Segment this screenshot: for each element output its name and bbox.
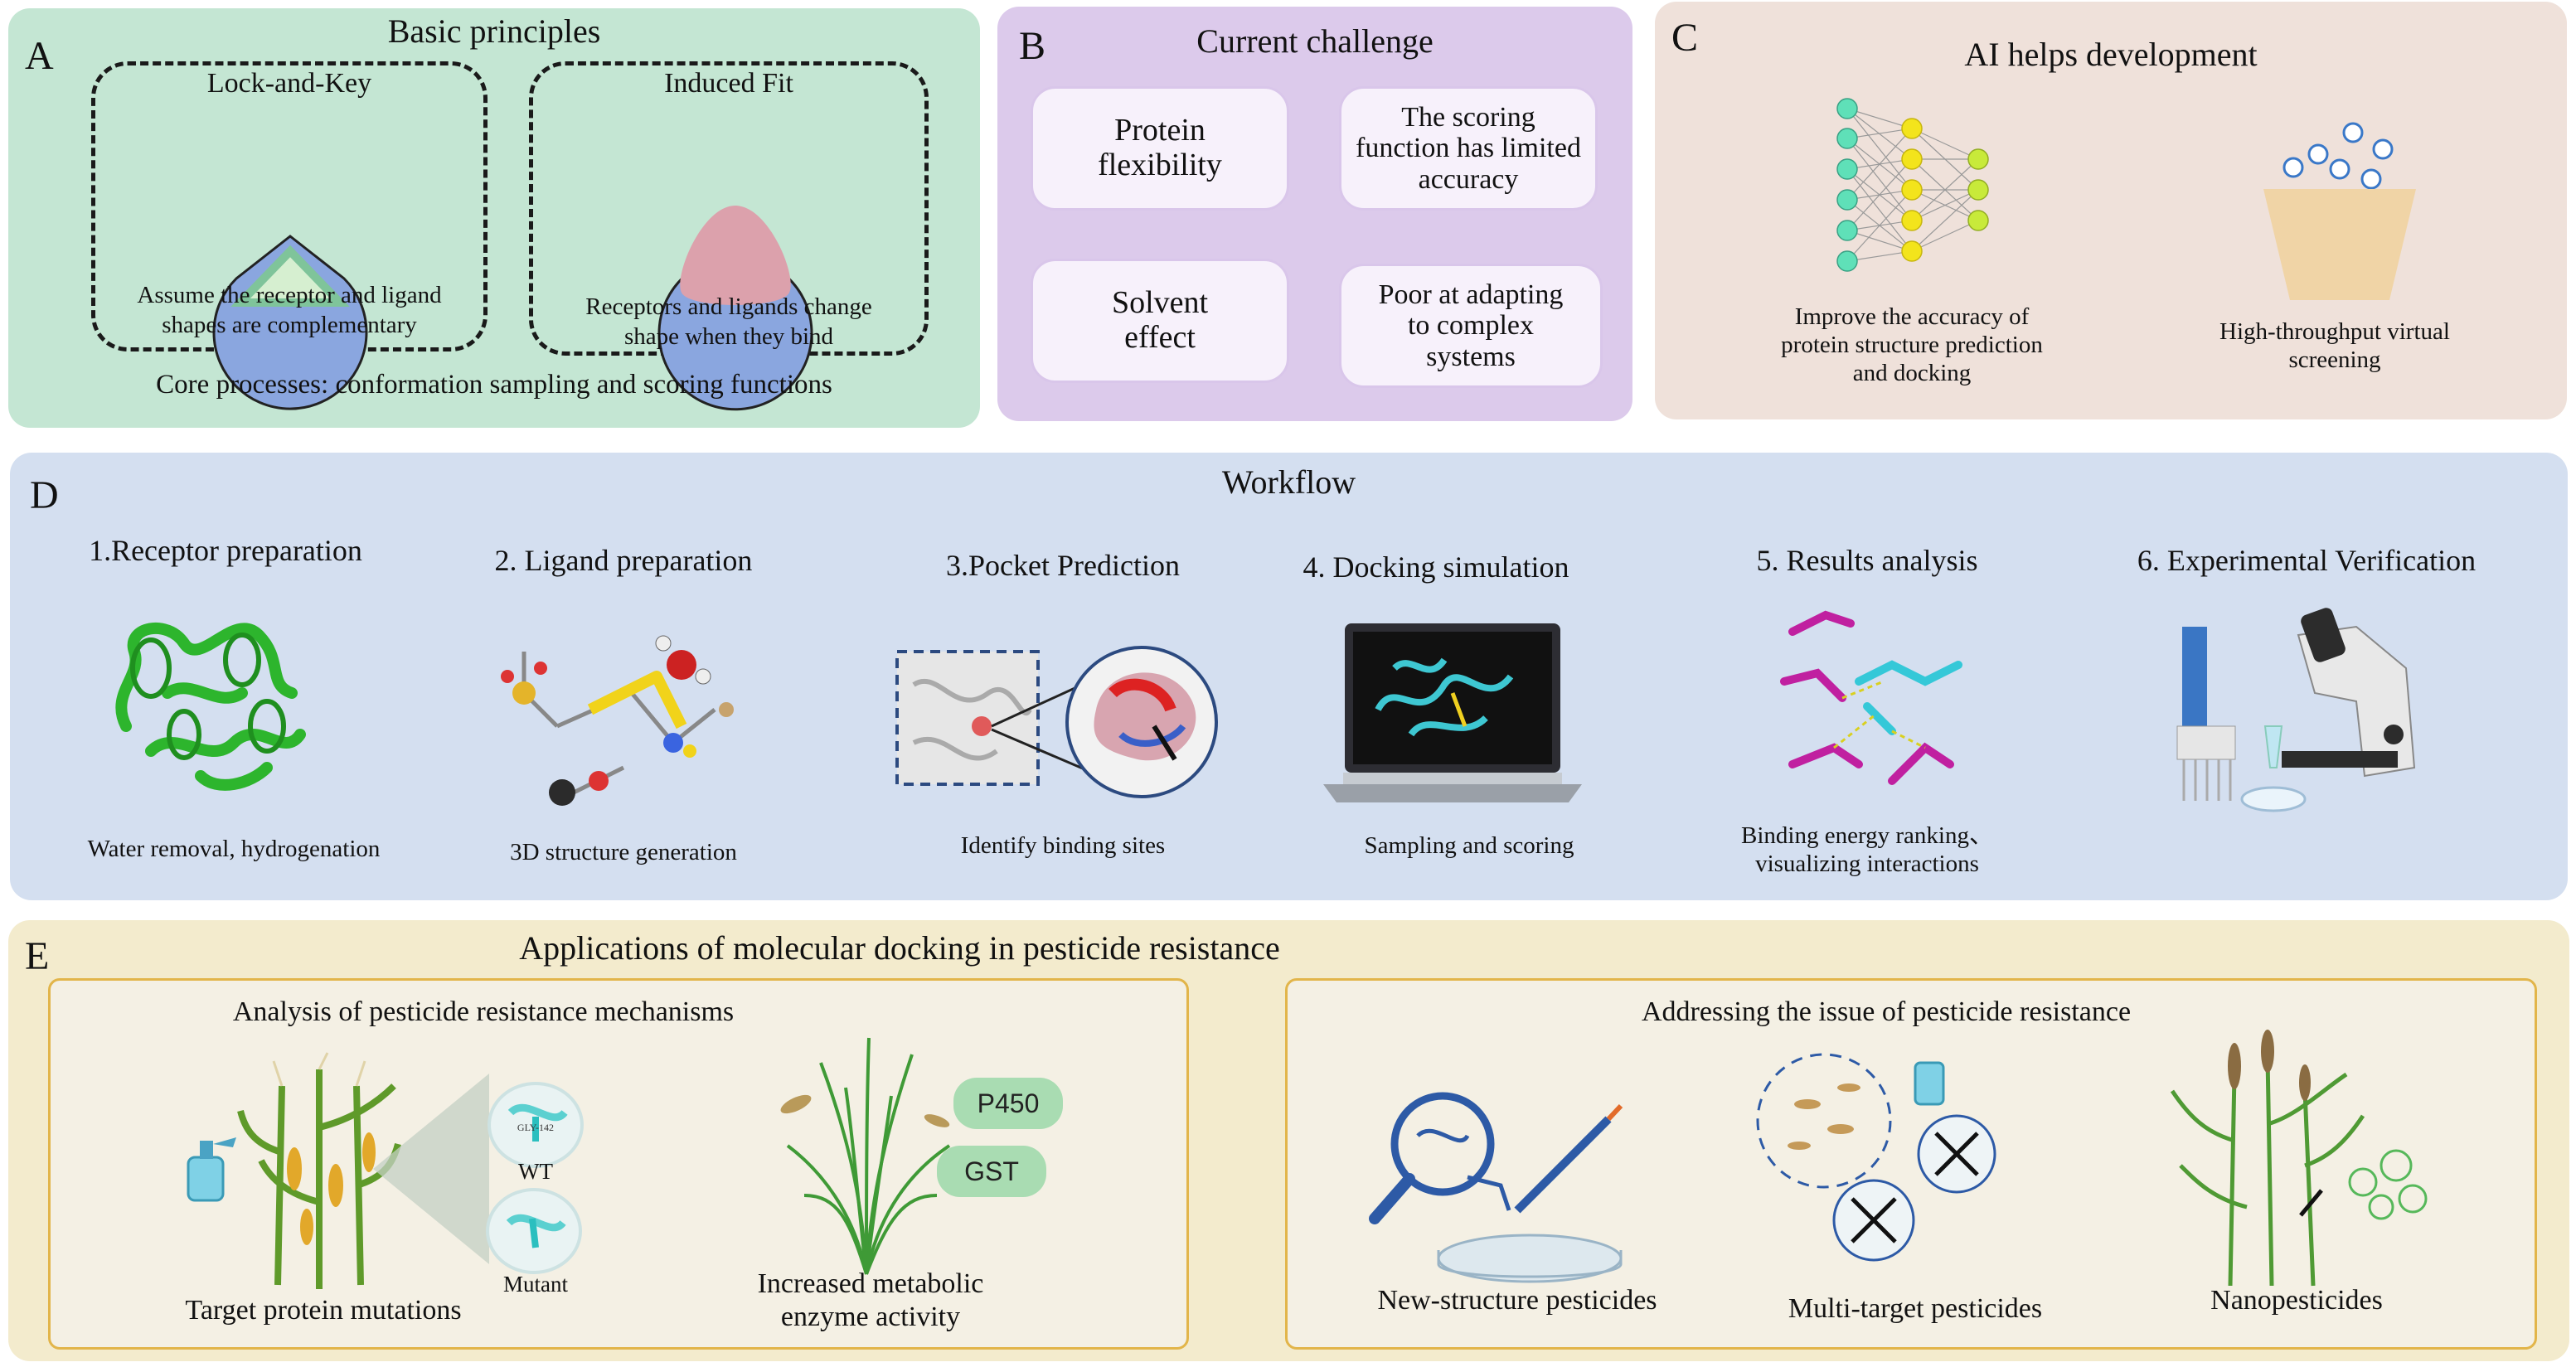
challenge-text: flexibility [1098,148,1222,182]
mutant-protein-icon [486,1188,582,1274]
wt-label: WT [518,1159,553,1184]
binding-interaction-icon [1780,610,1962,785]
step-caption: Identify binding sites [960,832,1166,859]
ligand-molecule-icon [501,635,734,806]
subpanel-title: Addressing the issue of pesticide resist… [1641,996,2132,1027]
ai-caption: Improve the accuracy of [1794,303,2030,330]
step-title: 2. Ligand preparation [494,544,753,577]
panel-title: Workflow [1221,463,1356,501]
step-caption: Binding energy ranking、 [1741,822,1993,849]
challenge-text: Poor at adapting [1378,279,1564,310]
panel-title: Basic principles [387,12,601,50]
challenge-card: Solvent effect [1031,259,1289,383]
challenge-card: Protein flexibility [1031,86,1289,211]
lock-and-key-caption: shapes are complementary [162,312,417,338]
induced-fit-caption: Receptors and ligands change [585,293,872,320]
step-title: 3.Pocket Prediction [946,549,1180,582]
panel-e: E Applications of molecular docking in p… [8,920,2569,1361]
new-pesticide-icon [1369,1092,1623,1283]
challenge-text: systems [1426,341,1516,372]
challenge-text: effect [1124,320,1196,355]
step-title: 4. Docking simulation [1303,550,1569,584]
challenge-text: function has limited [1356,133,1581,164]
challenge-text: Protein [1114,113,1206,148]
panel-title: Current challenge [1196,22,1434,60]
challenge-text: to complex [1407,310,1535,342]
lock-and-key-caption: Assume the receptor and ligand [137,282,442,308]
screening-funnel-icon [2263,122,2416,300]
panel-b: B Current challenge Protein flexibility … [997,7,1632,421]
zoom-wedge-shape [373,1074,489,1264]
challenge-text: The scoring [1401,101,1535,133]
addressing-resistance-box [1285,978,2537,1350]
target-mutation-caption: Target protein mutations [185,1295,462,1326]
p450-enzyme-pill: P450 [953,1078,1063,1129]
induced-fit-icon [657,206,813,411]
induced-fit-title: Induced Fit [664,68,793,99]
panel-letter: E [25,934,50,978]
nanopesticide-icon [2170,1030,2428,1287]
ai-caption: protein structure prediction [1781,332,2043,358]
wt-protein-icon [488,1082,584,1168]
step-caption: visualizing interactions [1755,851,1979,877]
panel-c: C AI helps development Improve the ac [1655,2,2567,419]
protein-structure-icon [115,623,306,791]
wt-residue-label: GLY-142 [517,1122,555,1133]
panel-title: AI helps development [1964,36,2258,73]
pocket-prediction-icon [895,646,1218,798]
induced-fit-caption: shape when they bind [623,323,834,350]
challenge-text: accuracy [1418,163,1519,195]
step-title: 6. Experimental Verification [2137,544,2477,577]
enzyme-caption: enzyme activity [780,1302,961,1332]
multi-target-icon [1756,1053,1996,1262]
challenge-card: The scoring function has limited accurac… [1339,86,1598,211]
subpanel-title: Analysis of pesticide resistance mechani… [232,996,735,1027]
lock-and-key-icon [212,235,368,410]
sprayer-icon [187,1137,236,1202]
step-caption: 3D structure generation [510,839,737,865]
solution-caption: New-structure pesticides [1377,1285,1657,1316]
enzyme-caption: Increased metabolic [757,1268,984,1299]
step-caption: Sampling and scoring [1364,832,1574,859]
corn-plants-icon [237,1052,401,1289]
core-processes-text: Core processes: conformation sampling an… [156,370,832,400]
laptop-docking-icon [1323,623,1582,802]
neural-network-icon [1836,98,1989,272]
ai-caption: and docking [1852,360,1972,386]
solution-caption: Multi-target pesticides [1788,1293,2043,1324]
step-caption: Water removal, hydrogenation [87,836,381,862]
grass-insects-icon [780,1037,951,1275]
panel-d: D Workflow 1.Receptor preparation Water … [10,453,2568,900]
panel-letter: A [25,34,54,78]
mutant-label: Mutant [503,1272,568,1297]
step-title: 5. Results analysis [1756,544,1978,577]
panel-a: A Basic principles Lock-and-Key Assume t… [8,8,980,428]
challenge-card: Poor at adapting to complex systems [1339,264,1603,388]
challenge-text: Solvent [1111,285,1209,321]
ai-caption: screening [2288,347,2381,373]
step-title: 1.Receptor preparation [89,534,362,567]
panel-title: Applications of molecular docking in pes… [519,929,1280,967]
panel-letter: C [1671,16,1699,60]
solution-caption: Nanopesticides [2210,1285,2383,1316]
lock-and-key-title: Lock-and-Key [206,68,372,99]
panel-letter: D [30,473,59,517]
lab-equipment-icon [2176,608,2416,812]
gst-enzyme-pill: GST [937,1146,1046,1197]
ai-caption: High-throughput virtual [2219,318,2450,345]
panel-letter: B [1019,24,1046,68]
